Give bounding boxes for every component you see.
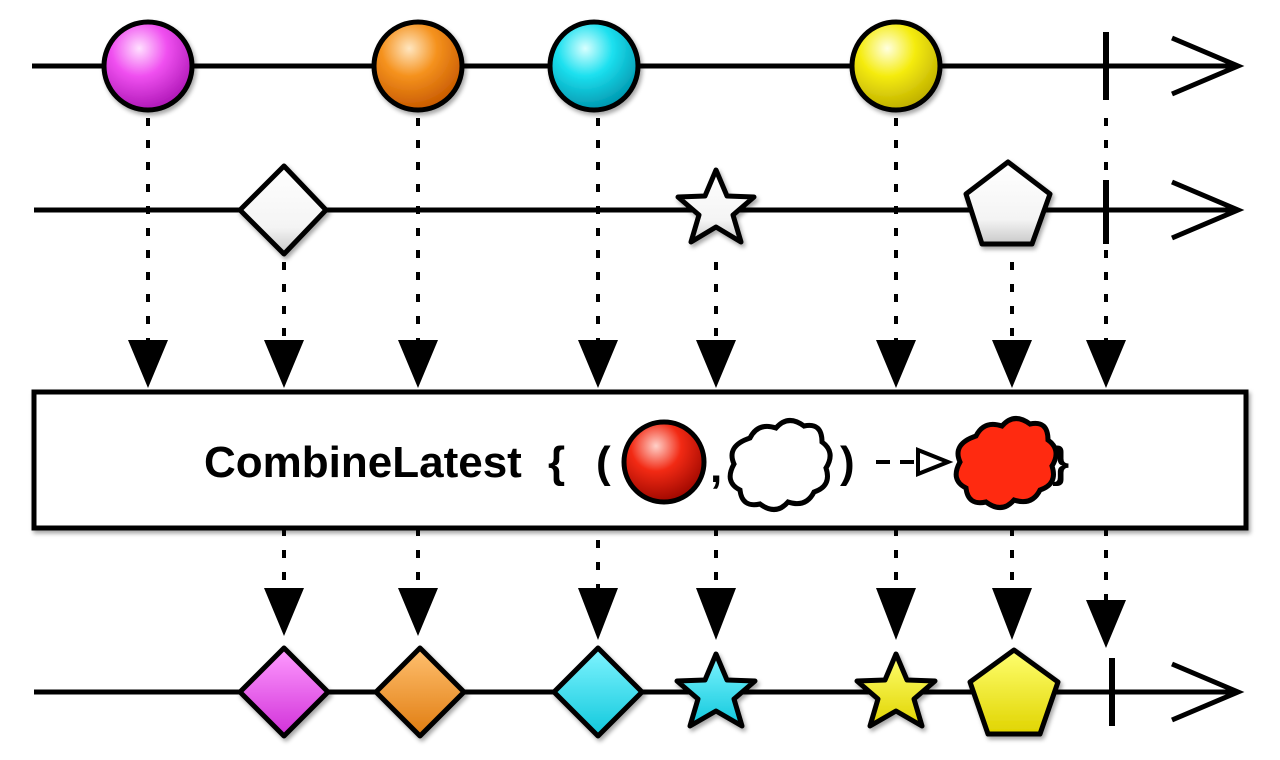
- arrowhead: [398, 588, 438, 636]
- red-cloud-icon: [953, 416, 1059, 510]
- yellow-pentagon-marble: [967, 647, 1061, 737]
- white-pentagon-marble: [963, 159, 1053, 247]
- white-diamond-marble: [237, 163, 329, 257]
- magenta-circle-marble: [101, 19, 195, 113]
- cyan-star-marble: [674, 651, 758, 729]
- arrowhead: [696, 340, 736, 388]
- arrowheads-to-operator: [128, 340, 1126, 388]
- operator-name: CombineLatest: [204, 438, 522, 487]
- result-stream: [34, 645, 1245, 739]
- arrowhead: [578, 340, 618, 388]
- operator-open-brace: {: [548, 438, 565, 487]
- orange-circle-marble: [371, 19, 465, 113]
- arrowhead: [264, 588, 304, 636]
- timeline-b-arrow-icon: [1171, 179, 1245, 241]
- operator-box: CombineLatest { ( , ) }: [31, 389, 1249, 531]
- timeline-result-arrow-icon: [1171, 661, 1245, 723]
- arrowhead: [578, 588, 618, 640]
- yellow-circle-marble: [849, 19, 943, 113]
- operator-close-paren: ): [840, 438, 855, 487]
- transform-arrow-icon: [916, 447, 954, 477]
- arrowheads-to-result: [264, 588, 1126, 648]
- arrowhead: [398, 340, 438, 388]
- operator-comma: ,: [710, 443, 722, 492]
- arrowhead: [992, 588, 1032, 640]
- magenta-diamond-marble: [237, 645, 331, 739]
- source-stream-a: [32, 19, 1245, 113]
- arrowhead: [876, 588, 916, 640]
- arrowhead: [992, 340, 1032, 388]
- arrowhead: [696, 588, 736, 640]
- operator-close-brace: }: [1052, 438, 1069, 487]
- arrowhead: [1086, 340, 1126, 388]
- connectors-to-result: [282, 518, 1108, 600]
- source-stream-b: [34, 159, 1245, 257]
- arrowhead: [876, 340, 916, 388]
- arrowhead: [128, 340, 168, 388]
- yellow-star-marble: [854, 651, 938, 729]
- arrowhead: [264, 340, 304, 388]
- timeline-a-arrow-icon: [1171, 35, 1245, 97]
- white-star-marble: [675, 167, 757, 245]
- red-circle-icon: [621, 419, 707, 505]
- white-cloud-icon: [727, 418, 833, 512]
- orange-diamond-marble: [373, 645, 467, 739]
- arrowhead: [1086, 600, 1126, 648]
- cyan-diamond-marble: [551, 645, 645, 739]
- operator-open-paren: (: [596, 438, 611, 487]
- cyan-circle-marble: [547, 19, 641, 113]
